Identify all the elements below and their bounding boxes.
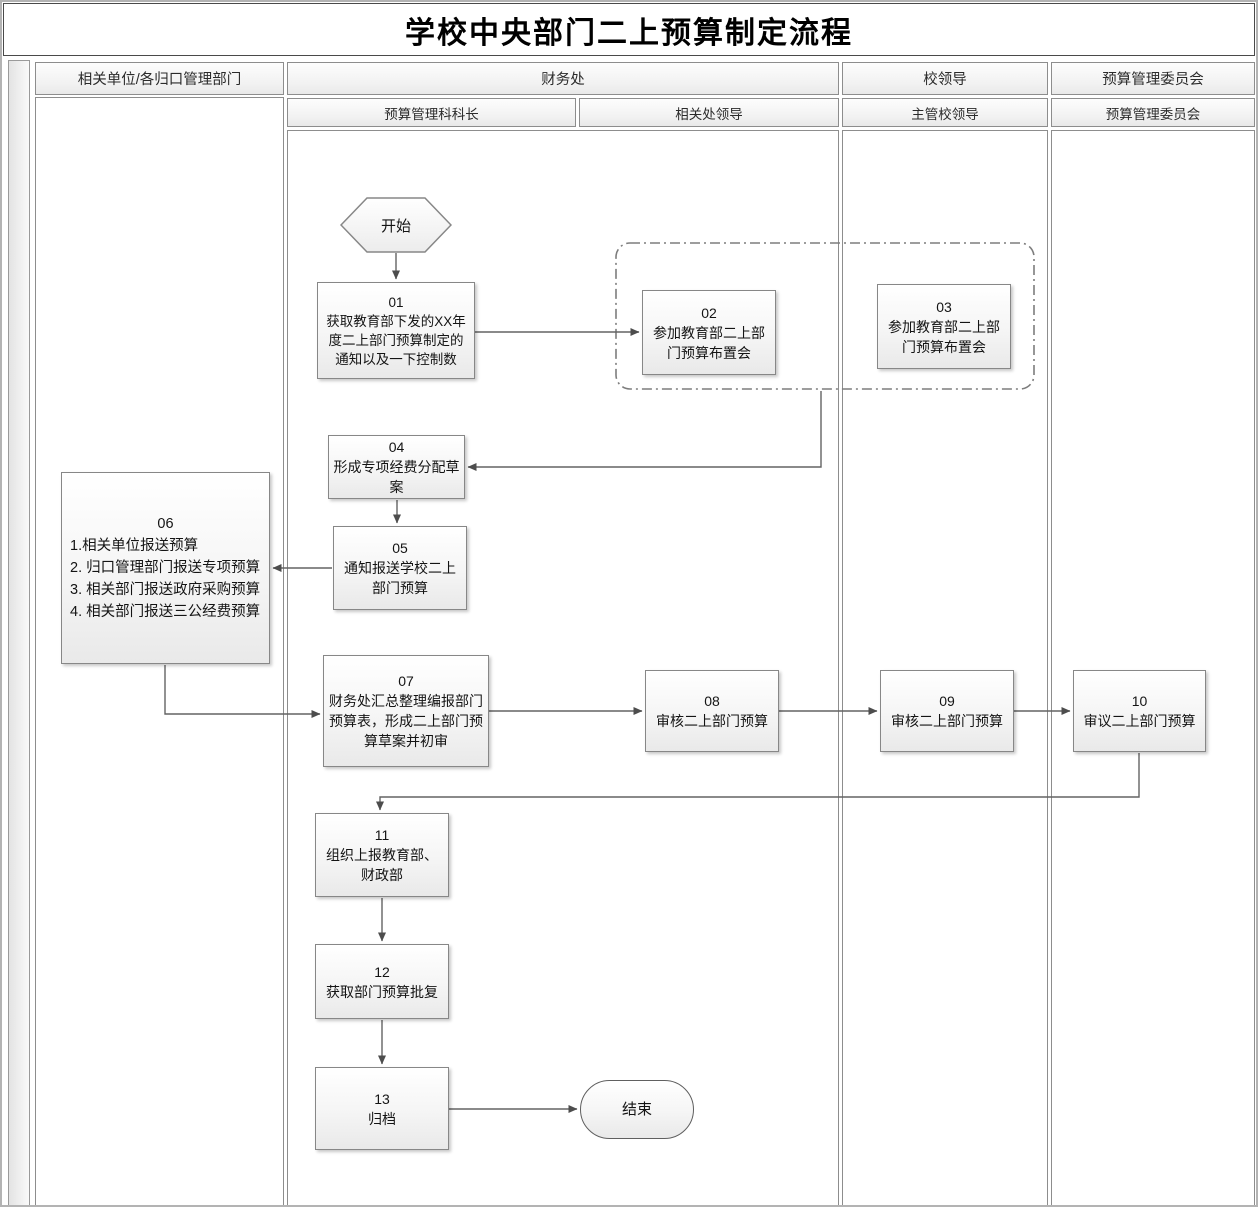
lane-header-finance-office: 财务处 bbox=[287, 62, 839, 95]
flow-node-09: 09 审核二上部门预算 bbox=[880, 670, 1014, 752]
flow-node-04: 04 形成专项经费分配草案 bbox=[328, 435, 465, 499]
lane-body-budget-committee bbox=[1051, 130, 1255, 1205]
flow-node-13: 13 归档 bbox=[315, 1067, 449, 1150]
hexagon-shape bbox=[340, 197, 452, 253]
flow-node-06: 06 1.相关单位报送预算 2. 归口管理部门报送专项预算 3. 相关部门报送政… bbox=[61, 472, 270, 664]
step-text: 归档 bbox=[368, 1110, 396, 1127]
step-text: 审核二上部门预算 bbox=[656, 713, 768, 729]
sublane-header-budget-section-chief: 预算管理科科长 bbox=[287, 98, 576, 127]
lane-header-school-leaders: 校领导 bbox=[842, 62, 1048, 95]
step-number: 12 bbox=[374, 963, 390, 980]
arrow-10-to-11 bbox=[376, 753, 1140, 811]
step-text: 审议二上部门预算 bbox=[1083, 713, 1196, 729]
flow-node-08: 08 审核二上部门预算 bbox=[645, 670, 779, 752]
step-text: 组织上报教育部、财政部 bbox=[326, 847, 438, 883]
step-number: 05 bbox=[392, 540, 408, 556]
flow-node-12: 12 获取部门预算批复 bbox=[315, 944, 449, 1019]
flow-node-start: 开始 bbox=[340, 197, 452, 253]
sublane-header-office-leaders: 相关处领导 bbox=[579, 98, 839, 127]
step-number: 10 bbox=[1131, 693, 1148, 709]
sublane-header-budget-committee: 预算管理委员会 bbox=[1051, 98, 1255, 127]
step-number: 02 bbox=[701, 304, 717, 321]
flow-node-05: 05 通知报送学校二上部门预算 bbox=[333, 526, 467, 610]
step-text: 参加教育部二上部门预算布置会 bbox=[653, 324, 765, 361]
step-number: 01 bbox=[388, 294, 404, 310]
step-number: 03 bbox=[936, 298, 952, 315]
start-label: 开始 bbox=[380, 217, 411, 235]
step-text: 财务处汇总整理编报部门预算表，形成二上部门预算草案并初审 bbox=[329, 693, 483, 749]
step-number: 08 bbox=[704, 693, 720, 709]
flow-node-10: 10 审议二上部门预算 bbox=[1073, 670, 1206, 752]
step-text: 通知报送学校二上部门预算 bbox=[344, 560, 456, 596]
flow-node-11: 11 组织上报教育部、财政部 bbox=[315, 813, 449, 897]
step-number: 06 bbox=[157, 516, 174, 532]
lane-header-budget-committee: 预算管理委员会 bbox=[1051, 62, 1255, 95]
step-item-1: 1.相关单位报送预算 bbox=[70, 538, 199, 554]
end-label: 结束 bbox=[621, 1100, 652, 1118]
arrow-06-to-07 bbox=[164, 665, 321, 718]
step-item-4: 4. 相关部门报送三公经费预算 bbox=[70, 604, 261, 620]
step-item-3: 3. 相关部门报送政府采购预算 bbox=[70, 582, 261, 598]
step-item-2: 2. 归口管理部门报送专项预算 bbox=[70, 560, 261, 576]
page-title: 学校中央部门二上预算制定流程 bbox=[3, 3, 1255, 56]
flow-node-end: 结束 bbox=[580, 1080, 694, 1139]
flow-node-03: 03 参加教育部二上部门预算布置会 bbox=[877, 284, 1011, 369]
step-number: 11 bbox=[374, 827, 390, 843]
step-number: 07 bbox=[398, 673, 414, 689]
step-number: 13 bbox=[374, 1090, 390, 1107]
lane-header-related-units: 相关单位/各归口管理部门 bbox=[35, 62, 284, 95]
step-text: 获取教育部下发的XX年度二上部门预算制定的通知以及一下控制数 bbox=[326, 313, 466, 367]
flow-node-01: 01 获取教育部下发的XX年度二上部门预算制定的通知以及一下控制数 bbox=[317, 282, 475, 379]
step-number: 04 bbox=[388, 439, 405, 455]
step-number: 09 bbox=[939, 693, 955, 709]
step-text: 获取部门预算批复 bbox=[326, 983, 438, 1000]
arrow-group-to-04 bbox=[467, 391, 822, 471]
step-text: 形成专项经费分配草案 bbox=[333, 459, 460, 495]
step-text: 审核二上部门预算 bbox=[891, 713, 1003, 729]
flow-node-02: 02 参加教育部二上部门预算布置会 bbox=[642, 290, 776, 375]
left-margin-strip bbox=[8, 60, 30, 1205]
step-text: 参加教育部二上部门预算布置会 bbox=[888, 318, 1000, 355]
flow-node-07: 07 财务处汇总整理编报部门预算表，形成二上部门预算草案并初审 bbox=[323, 655, 489, 767]
dashed-group-meeting bbox=[615, 242, 1035, 390]
sublane-header-responsible-leader: 主管校领导 bbox=[842, 98, 1048, 127]
